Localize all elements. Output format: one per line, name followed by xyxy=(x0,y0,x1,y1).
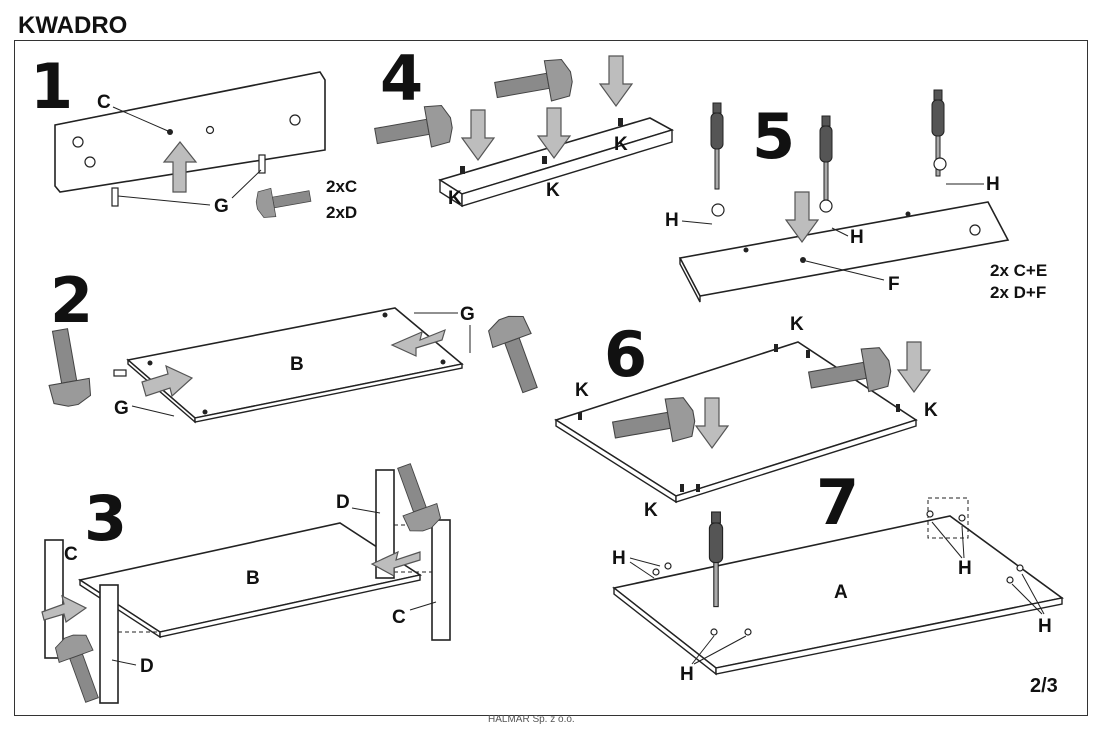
side-panel-d xyxy=(99,584,119,704)
label: K xyxy=(790,314,804,335)
step-number: 2 xyxy=(50,264,93,337)
label: C xyxy=(97,92,111,113)
label: K xyxy=(546,180,560,201)
hammer-icon xyxy=(39,325,94,410)
label: H xyxy=(958,558,972,579)
step-3: 3 B C D C D xyxy=(41,459,451,707)
down-arrow xyxy=(461,109,495,161)
detail-box xyxy=(927,497,969,539)
step-number: 4 xyxy=(380,42,423,115)
step-number: 5 xyxy=(752,100,795,173)
side-panel-c xyxy=(44,539,64,659)
side-panel-d xyxy=(375,469,395,579)
label: H xyxy=(665,210,679,231)
step-number: 1 xyxy=(30,50,73,123)
arrow xyxy=(141,364,194,398)
label: C xyxy=(392,607,406,628)
up-arrow xyxy=(162,141,198,193)
label: G xyxy=(214,196,229,217)
label: K xyxy=(644,500,658,521)
side-panel-c xyxy=(431,519,451,641)
label: K xyxy=(614,134,628,155)
label: H xyxy=(680,664,694,685)
step-6: 6 K K K K xyxy=(554,314,938,521)
label: G xyxy=(460,304,475,325)
step-number: 6 xyxy=(604,318,647,391)
step-4: 4 K K K xyxy=(371,42,675,209)
label: H xyxy=(1038,616,1052,637)
arrow xyxy=(390,328,446,357)
screwdriver-icon xyxy=(819,115,833,203)
step-5: 5 H H H F 2x C+E 2x D+F xyxy=(665,89,1047,303)
label: G xyxy=(114,398,129,419)
label: D xyxy=(336,492,350,513)
footer-text: HALMAR Sp. z o.o. xyxy=(488,714,575,725)
label: H xyxy=(850,227,864,248)
quantity: 2x D+F xyxy=(990,283,1046,302)
step-number: 3 xyxy=(84,482,127,555)
quantity: 2xD xyxy=(326,203,357,222)
quantity: 2x C+E xyxy=(990,261,1047,280)
quantity: 2xC xyxy=(326,177,357,196)
step-1: 1 C G 2xC 2xD xyxy=(30,50,357,222)
label: A xyxy=(834,582,848,603)
label: F xyxy=(888,274,900,295)
label: D xyxy=(140,656,154,677)
down-arrow xyxy=(599,55,633,107)
label: H xyxy=(612,548,626,569)
page-indicator: 2/3 xyxy=(1030,675,1058,697)
document-title: KWADRO xyxy=(18,12,128,39)
hammer-icon xyxy=(491,56,576,111)
dowel xyxy=(258,154,266,174)
arrow xyxy=(41,594,88,623)
label: K xyxy=(924,400,938,421)
step-2: 2 B G G xyxy=(39,264,550,424)
down-arrow xyxy=(897,341,931,393)
label: K xyxy=(575,380,589,401)
label: B xyxy=(246,568,260,589)
panel-side xyxy=(54,71,326,193)
hammer-icon xyxy=(484,310,550,398)
arrow xyxy=(370,550,421,578)
label: K xyxy=(448,188,462,209)
label: C xyxy=(64,544,78,565)
step-7: 7 A H H H H xyxy=(612,466,1064,685)
label: H xyxy=(986,174,1000,195)
dowel xyxy=(113,369,127,377)
hammer-icon xyxy=(253,181,313,220)
dowel xyxy=(111,187,119,207)
diagram-frame xyxy=(14,40,1088,716)
panel-back xyxy=(678,201,1010,297)
screwdriver-icon xyxy=(710,102,724,190)
step-number: 7 xyxy=(816,466,859,539)
label: B xyxy=(290,354,304,375)
